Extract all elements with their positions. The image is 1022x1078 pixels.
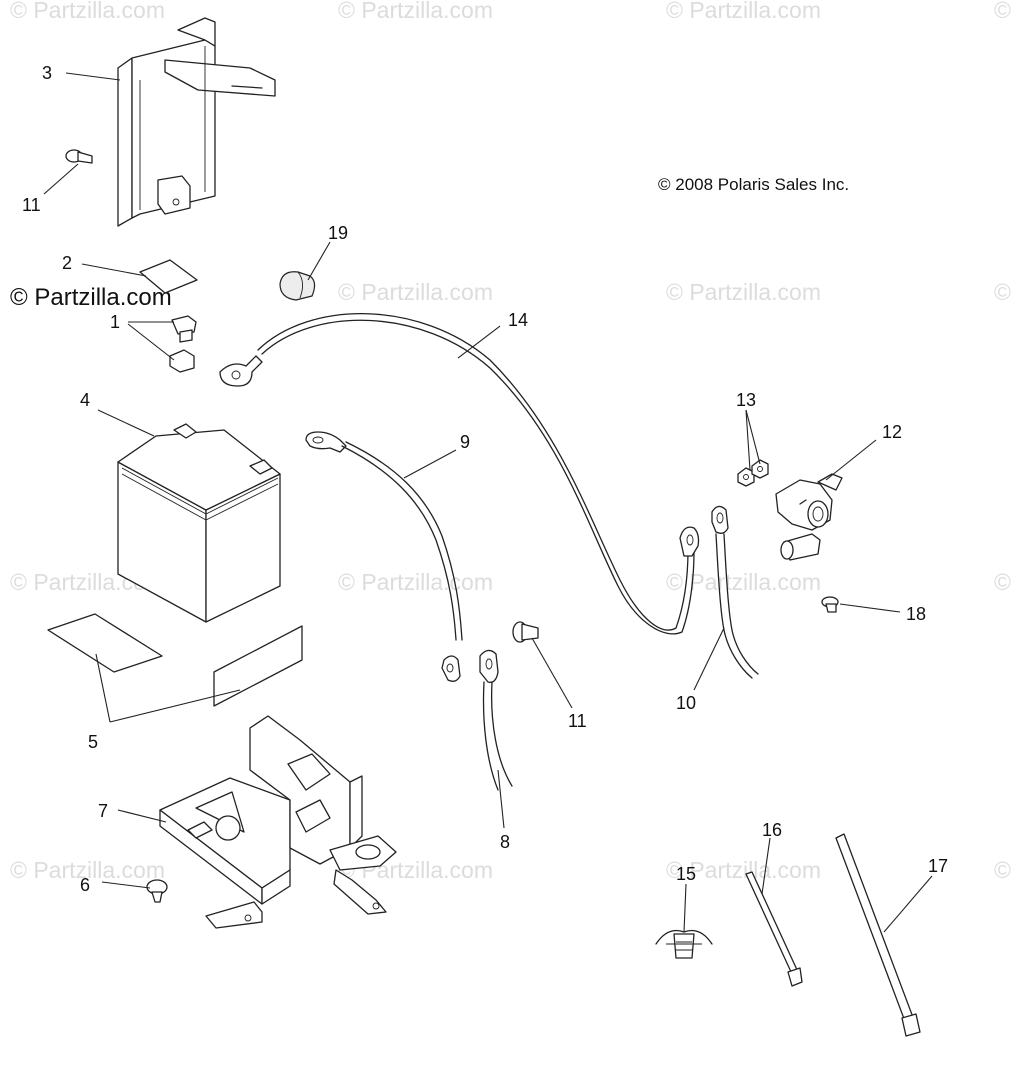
callout-16: 16: [762, 820, 782, 840]
part-11-bolt-upper[interactable]: [65, 149, 93, 164]
watermark-edge: ©: [994, 279, 1011, 305]
part-12-solenoid[interactable]: [775, 473, 843, 561]
part-11-bolt-middle[interactable]: [512, 621, 539, 643]
part-3-bracket[interactable]: [117, 17, 276, 227]
part-14-cable[interactable]: [219, 313, 700, 635]
callout-5: 5: [88, 732, 98, 752]
callout-17: 17: [928, 856, 948, 876]
watermark-edge: ©: [994, 857, 1011, 883]
callout-11: 11: [568, 711, 587, 731]
callout-14: 14: [508, 310, 528, 330]
part-6-rivet[interactable]: [146, 879, 168, 903]
callout-4: 4: [80, 390, 90, 410]
part-2-pad[interactable]: [139, 259, 198, 294]
callout-15: 15: [676, 864, 696, 884]
watermark: © Partzilla.com: [338, 0, 493, 23]
watermark: © Partzilla.com: [338, 569, 493, 595]
watermark: © Partzilla.com: [666, 569, 821, 595]
part-15-clip[interactable]: [655, 929, 713, 959]
callout-labels: 3 11 2 19 1 4 14 9 5 7 6 8 11 10 13 12 1…: [22, 63, 948, 895]
watermark-edge: ©: [994, 0, 1011, 23]
callout-9: 9: [460, 432, 470, 452]
watermark: © Partzilla.com: [338, 279, 493, 305]
callout-1: 1: [110, 312, 120, 332]
leader-lines: [43, 72, 933, 933]
part-4-battery[interactable]: [117, 423, 281, 623]
callout-10: 10: [676, 693, 696, 713]
callout-8: 8: [500, 832, 510, 852]
watermark: © Partzilla.com: [666, 857, 821, 883]
part-19-terminal-cap[interactable]: [279, 271, 316, 301]
part-5-pad-a[interactable]: [47, 613, 163, 673]
callout-13: 13: [736, 390, 756, 410]
copyright-note: © 2008 Polaris Sales Inc.: [658, 175, 849, 194]
part-16-cable-tie[interactable]: [745, 871, 803, 987]
callout-7: 7: [98, 801, 108, 821]
watermark: © Partzilla.com: [666, 0, 821, 23]
callout-2: 2: [62, 253, 72, 273]
watermark: © Partzilla.com: [666, 279, 821, 305]
watermark: © Partzilla.com: [10, 857, 165, 883]
callout-12: 12: [882, 422, 902, 442]
part-8-cable[interactable]: [479, 649, 513, 791]
part-7-battery-tray[interactable]: [159, 715, 397, 929]
watermark-edge: ©: [994, 569, 1011, 595]
part-10-cable[interactable]: [711, 505, 759, 679]
part-5-pad-b[interactable]: [213, 625, 303, 707]
part-1-bolt-and-nut[interactable]: [169, 315, 197, 373]
part-17-cable-tie[interactable]: [835, 833, 921, 1037]
part-18-bolt[interactable]: [821, 596, 839, 613]
part-13-nuts[interactable]: [737, 459, 769, 487]
callout-18: 18: [906, 604, 926, 624]
partzilla-watermark: © Partzilla.com: [10, 284, 172, 311]
watermark: © Partzilla.com: [10, 0, 165, 23]
callout-6: 6: [80, 875, 90, 895]
watermark-layer: © Partzilla.com © Partzilla.com © Partzi…: [10, 0, 1011, 883]
callout-11: 11: [22, 195, 41, 215]
callout-19: 19: [328, 223, 348, 243]
callout-3: 3: [42, 63, 52, 83]
part-9-cable[interactable]: [305, 431, 463, 682]
